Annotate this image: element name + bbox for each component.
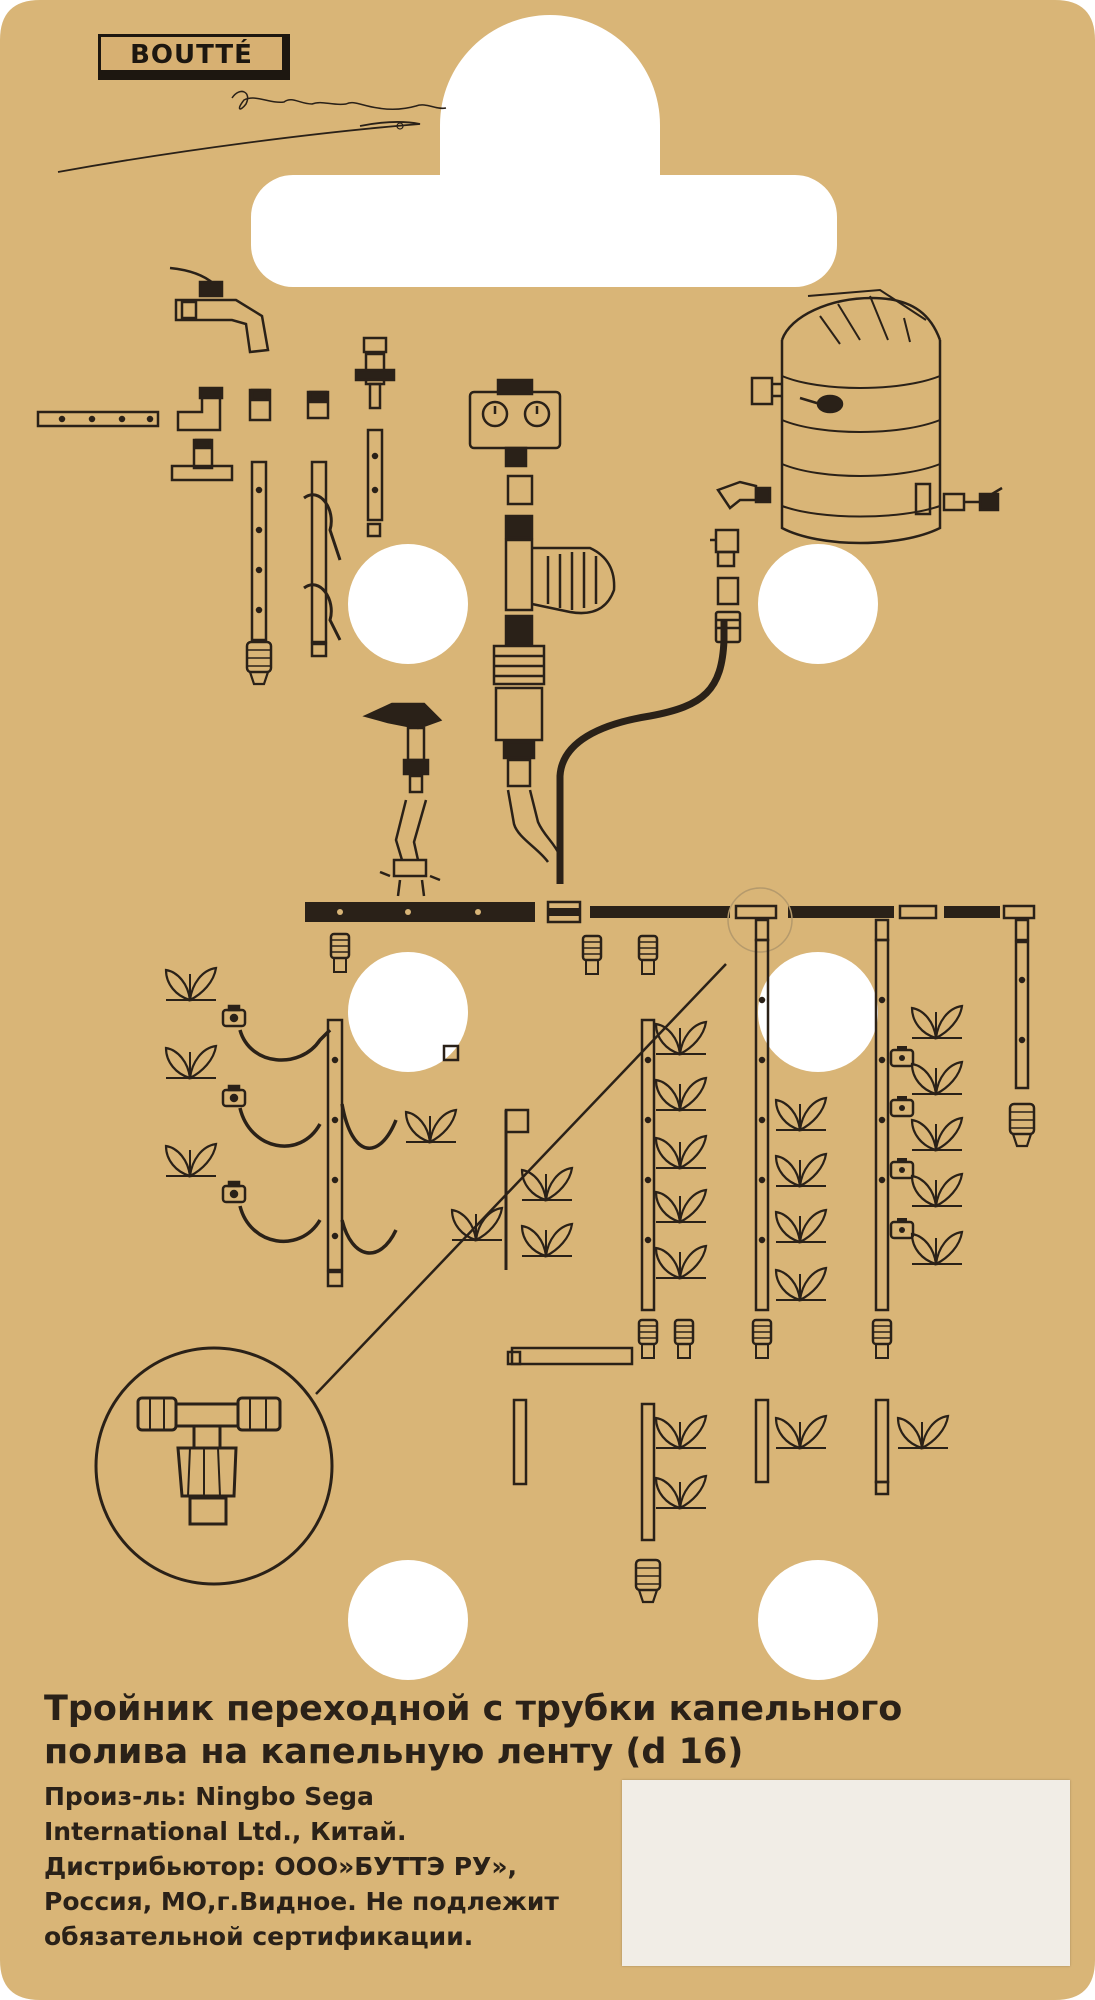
dripper-network	[221, 1004, 530, 1288]
blank-sticker	[622, 1780, 1070, 1966]
tube-vertical-2	[303, 390, 342, 658]
elbow-fittings	[170, 386, 234, 482]
title-line-2: полива на капельную ленту (d 16)	[44, 1732, 744, 1772]
info-line-5: обязательной сертификации.	[44, 1922, 474, 1951]
tee-connector-icon	[136, 1396, 282, 1526]
drip-line-4	[634, 1018, 662, 1604]
main-line	[305, 887, 1036, 953]
drip-line-1	[751, 918, 773, 1484]
timer-controller-icon	[468, 378, 562, 540]
drip-line-3	[1008, 918, 1036, 1148]
tube-horizontal	[36, 410, 160, 428]
info-line-1: Произ-ль: Ningbo Sega	[44, 1782, 374, 1811]
title-line-1: Тройник переходной с трубки капельного	[44, 1689, 903, 1729]
manufacturer-info: Произ-ль: Ningbo Sega International Ltd.…	[44, 1779, 604, 1954]
logo-signature	[57, 90, 447, 173]
info-line-2: International Ltd., Китай.	[44, 1817, 407, 1846]
valve-tube	[354, 336, 396, 538]
hose	[506, 620, 728, 884]
water-tank-icon	[750, 288, 1003, 545]
brand-logo: BOUTTÉ	[98, 34, 290, 80]
sprinkler-icon	[362, 702, 443, 897]
tank-valve-chain	[710, 480, 772, 644]
info-line-4: Россия, МО,г.Видное. Не подлежит	[44, 1887, 559, 1916]
product-title: Тройник переходной с трубки капельного п…	[44, 1688, 1004, 1774]
callout	[94, 963, 727, 1586]
small-connectors	[329, 932, 695, 1486]
faucet-icon	[169, 266, 270, 354]
tube-vertical-1	[245, 388, 273, 686]
drip-line-2	[871, 918, 893, 1496]
info-line-3: Дистрибьютор: ООО»БУТТЭ РУ»,	[44, 1852, 517, 1881]
punch-holes	[348, 544, 878, 1680]
brand-name: BOUTTÉ	[130, 40, 253, 70]
filter-icon	[492, 538, 616, 788]
